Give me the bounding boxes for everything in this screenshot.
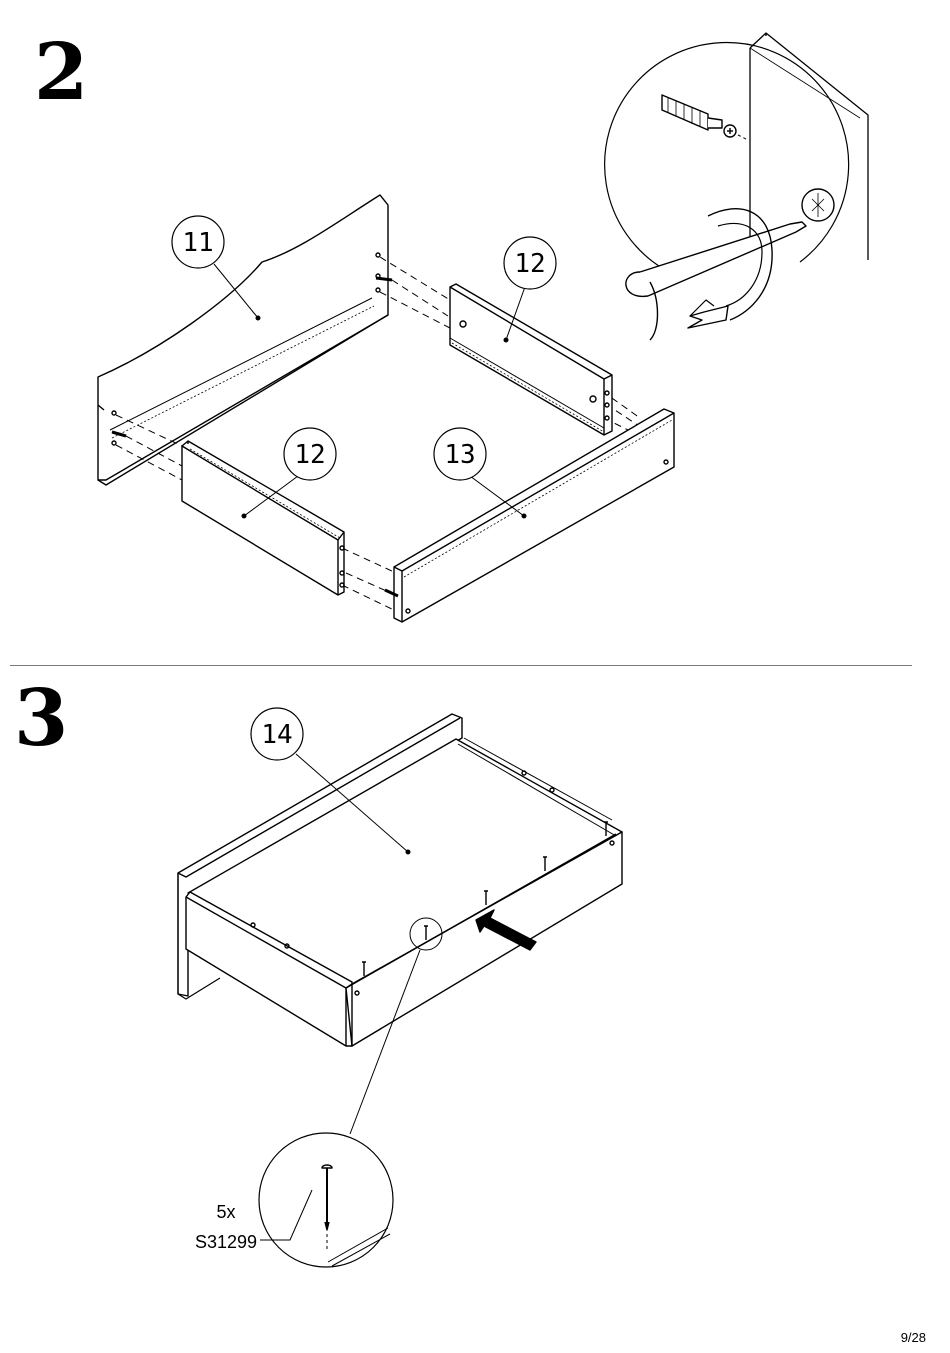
part-bubble-11: 11	[172, 216, 224, 268]
panel-11-illustration	[98, 195, 392, 485]
part-bubble-12-front: 12	[284, 428, 336, 480]
part-label-12-front: 12	[294, 440, 325, 470]
panel-12-back-illustration	[450, 284, 612, 435]
panel-13-illustration	[385, 409, 674, 622]
part-bubble-13: 13	[434, 428, 486, 480]
part-bubble-12-back: 12	[504, 237, 556, 289]
page-number: 9/28	[901, 1330, 926, 1345]
drawer-box-illustration	[178, 714, 622, 1046]
hardware-code: S31299	[195, 1232, 257, 1252]
part-label-14: 14	[261, 720, 292, 750]
detail-circle-nail	[259, 1133, 393, 1267]
part-label-12-back: 12	[514, 249, 545, 279]
part-label-13: 13	[444, 440, 475, 470]
detail-circle-screwdriver	[605, 33, 868, 340]
part-bubble-14: 14	[251, 708, 303, 760]
hardware-quantity: 5x	[216, 1202, 235, 1222]
part-label-11: 11	[182, 228, 213, 258]
